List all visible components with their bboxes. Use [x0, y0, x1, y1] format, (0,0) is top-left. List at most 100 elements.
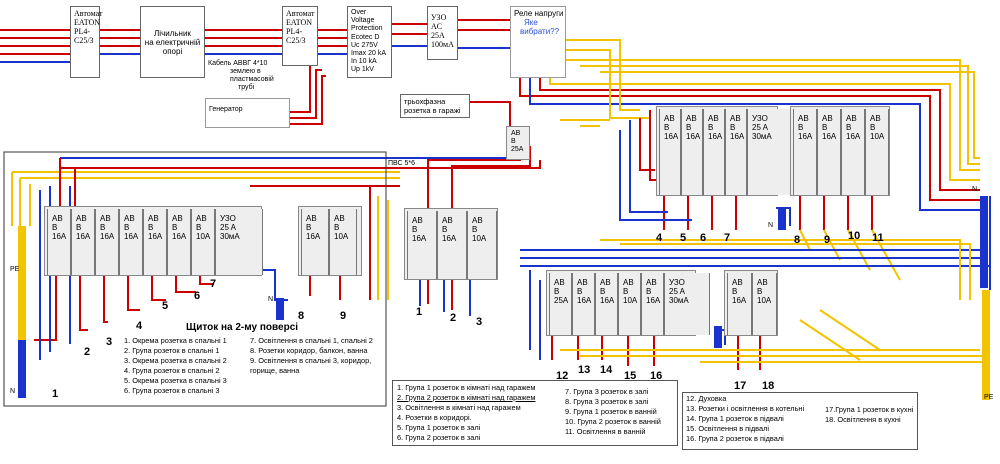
module-text: AB [124, 214, 135, 223]
cable-note-line-4: трубі [238, 84, 255, 91]
breaker-right-line-2: EATON [286, 18, 313, 27]
circuit-number: 14 [600, 364, 613, 376]
breaker-left-line-1: Автомат [74, 9, 103, 18]
module-text: B [148, 223, 154, 232]
breaker-right-line-3: PL4- [286, 27, 302, 36]
mid-legend-10: 10. Група 2 розеток в ванній [565, 417, 661, 426]
breaker-left-line-4: C25/3 [74, 36, 94, 45]
garage-breaker-line-3: 25A [511, 146, 524, 153]
p2-legend-1: 1. Окрема розетка в спальні 1 [124, 336, 227, 345]
module-text: B [554, 287, 560, 296]
breaker-right-line-1: Автомат [286, 9, 315, 18]
module-text: 10A [870, 132, 885, 141]
circuit-number: 3 [476, 316, 483, 328]
module-text: 16A [442, 234, 457, 243]
garage-legend-col2: 7. Група 3 розеток в залі 8. Група 3 роз… [565, 387, 661, 437]
n-label-left: N [10, 388, 16, 395]
module-text: AB [412, 216, 423, 225]
ovp-line-6: Imax 20 kA [351, 50, 387, 58]
pvs-cable-label: ПВС 5*6 [388, 160, 415, 167]
module-text: B [646, 287, 652, 296]
main-breaker-left: Автомат EATON PL4- C25/3 [70, 6, 103, 78]
module-text: B [76, 223, 82, 232]
circuit-number: 9 [824, 234, 831, 246]
module-text: 16A [664, 132, 679, 141]
module-text: 10A [623, 296, 638, 305]
circuit-number: 8 [794, 234, 801, 246]
mid-legend-3: 3. Освітлення в кімнаті над гаражем [397, 403, 521, 412]
module-text: AB [798, 114, 809, 123]
circuit-number: 7 [724, 232, 731, 244]
module-text: 25A [554, 296, 569, 305]
module-text: 16A [306, 232, 321, 241]
module-text: 16A [822, 132, 837, 141]
circuit-number: 9 [340, 310, 347, 322]
right-legend-18: 18. Освітлення в кухні [825, 415, 901, 424]
cable-note-line-3: пластмасовій [230, 76, 274, 83]
module-text: 16A [646, 296, 661, 305]
pe-label-left: PE [10, 266, 20, 273]
module-text: B [623, 287, 629, 296]
mid-legend-2: 2. Група 2 розеток в кімнаті над гаражем [397, 393, 536, 402]
p2-legend-9: 9. Освітлення в спальні 3, коридор, [250, 356, 372, 365]
n-label-right: N [972, 186, 978, 193]
module-text: B [730, 123, 736, 132]
ovp-line-8: Up 1kV [351, 66, 374, 74]
module-text: AB [600, 278, 611, 287]
meter-line-1: Лічильник [154, 29, 191, 38]
p2-legend-3: 3. Окрема розетка в спальні 2 [124, 356, 227, 365]
n-label-upper: N [768, 222, 774, 229]
circuit-number: 12 [556, 370, 569, 382]
second-floor-legend-right: 7. Освітлення в спальні 1, спальні 2 8. … [250, 336, 373, 376]
rcd-main-line-1: УЗО [431, 13, 447, 22]
module-text: AB [757, 278, 768, 287]
module-text: 16A [76, 232, 91, 241]
module-text: 25 A [669, 287, 686, 296]
module-text: 16A [600, 296, 615, 305]
module-text: B [846, 123, 852, 132]
p2-legend-6: 6. Група розеток в спальні 3 [124, 386, 220, 395]
module-text: AB [196, 214, 207, 223]
circuit-number: 2 [84, 346, 91, 358]
module-text: B [52, 223, 58, 232]
right-legend-17: 17.Група 1 розеток в кухні [825, 405, 914, 414]
cable-note-line-1: Кабель АВВГ 4*10 [208, 60, 268, 67]
module-text: AB [577, 278, 588, 287]
module-text: 16A [124, 232, 139, 241]
main-rcd: УЗО AC 25A 100мА [427, 6, 458, 60]
breaker-left-line-3: PL4- [74, 27, 90, 36]
p2-legend-5: 5. Окрема розетка в спальні 3 [124, 376, 227, 385]
module-text: 16A [577, 296, 592, 305]
mid-legend-4: 4. Розетки в коридорі. [397, 413, 472, 422]
module-text: 16A [172, 232, 187, 241]
basement-legend-col1: 12. Духовка 13. Розетки і освітлення в к… [686, 394, 804, 444]
rcd-main-line-4: 100мА [431, 40, 454, 49]
module-text: B [124, 223, 130, 232]
cable-note-line-2: землею в [230, 68, 261, 75]
pe-label-right: PE [984, 394, 994, 401]
right-legend-13: 13. Розетки і освітлення в котельні [686, 404, 805, 413]
module-text: AB [732, 278, 743, 287]
module-text: 10A [334, 232, 349, 241]
module-text: AB [306, 214, 317, 223]
circuit-number: 3 [106, 336, 113, 348]
p2-legend-4: 4. Група розеток в спальні 2 [124, 366, 220, 375]
module-text: 30мА [669, 296, 689, 305]
module-text: B [577, 287, 583, 296]
mid-legend-11: 11. Освітлення в ванній [565, 427, 646, 436]
